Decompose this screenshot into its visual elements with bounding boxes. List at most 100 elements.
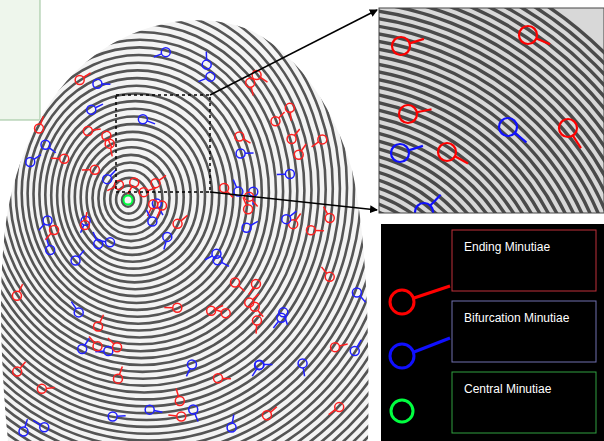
minutia-circle — [298, 359, 307, 368]
minutia-circle — [37, 384, 46, 393]
minutia-direction — [92, 129, 100, 130]
ridge-line — [63, 116, 205, 275]
minutia-direction — [34, 155, 41, 160]
ridge-line — [0, 0, 404, 441]
inset-minutia-direction — [430, 195, 440, 206]
minutia-direction — [82, 169, 90, 171]
minutia-circle — [285, 170, 294, 179]
minutia-direction — [243, 139, 250, 143]
ridge-line — [93, 155, 170, 241]
minutia-circle — [350, 347, 359, 356]
ridge-line — [75, 132, 191, 262]
minutia-circle — [279, 308, 288, 317]
minutia-circle — [102, 131, 111, 140]
inset-ridge — [379, 30, 604, 213]
minutia-direction — [110, 170, 116, 176]
minutia-direction — [95, 104, 103, 108]
ridge-line — [81, 140, 184, 255]
minutia-circle — [282, 215, 291, 224]
minutia-circle — [93, 342, 102, 351]
ridge-line — [0, 0, 432, 441]
ending-symbol — [414, 286, 450, 298]
minutia-direction — [245, 152, 253, 154]
ridge-line — [4, 40, 276, 345]
minutia-direction — [252, 200, 258, 206]
minutia-direction — [222, 262, 229, 266]
minutia-direction — [296, 214, 301, 221]
minutia-circle — [255, 361, 264, 370]
minutia-direction — [195, 414, 198, 422]
minutia-circle — [213, 374, 222, 383]
zoom-arrow — [210, 10, 377, 95]
minutia-circle — [108, 412, 117, 421]
minutia-circle — [325, 214, 334, 223]
ridge-line — [0, 17, 297, 365]
minutia-direction — [301, 144, 306, 151]
zoom-frame — [116, 95, 210, 192]
ridge-line — [51, 101, 219, 289]
minutia-direction — [46, 387, 54, 389]
minutia-direction — [119, 366, 122, 374]
minutia-circle — [227, 423, 236, 432]
legend-box — [452, 230, 596, 291]
minutia-circle — [151, 179, 160, 188]
ridge-line — [45, 93, 226, 296]
minutia-circle — [220, 183, 229, 192]
minutia-circle — [35, 124, 44, 133]
note-panel — [0, 0, 40, 120]
minutia-circle — [287, 135, 296, 144]
ridge-line — [0, 0, 425, 441]
minutia-direction — [33, 420, 40, 424]
minutia-direction — [251, 87, 253, 95]
minutia-direction — [329, 410, 336, 415]
ridge-line — [87, 147, 177, 248]
ridge-line — [0, 0, 368, 434]
inset-ridges — [379, 8, 604, 213]
minutia-circle — [130, 178, 139, 187]
legend-box — [452, 301, 596, 362]
minutia-direction — [159, 175, 166, 180]
minutia-circle — [250, 302, 259, 311]
minutia-direction — [168, 415, 176, 416]
minutia-direction — [232, 415, 233, 423]
minutia-circle — [113, 374, 122, 383]
minutia-circle — [74, 308, 83, 317]
ending-symbol — [390, 290, 414, 314]
minutia-direction — [215, 305, 223, 308]
central-minutia — [124, 196, 133, 205]
minutia-circle — [271, 117, 280, 126]
minutia-circle — [103, 175, 112, 184]
inset-ridge — [379, 8, 604, 213]
inset-minutia — [499, 118, 517, 136]
ridge-line — [57, 109, 212, 283]
ridge-line — [0, 0, 354, 420]
minutia-direction — [321, 267, 326, 274]
minutia-direction — [357, 340, 361, 347]
ridge-line — [34, 78, 241, 310]
minutia-direction — [107, 187, 115, 191]
minutia-direction — [83, 73, 90, 78]
minutia-circle — [262, 411, 271, 420]
minutia-direction — [206, 52, 208, 60]
minutia-direction — [89, 337, 95, 343]
minutia-direction — [249, 288, 254, 295]
inset-minutia-direction — [455, 156, 468, 163]
minutia-circle — [318, 135, 327, 144]
inset-minutia — [559, 119, 577, 137]
minutia-direction — [324, 207, 328, 214]
minutia-direction — [25, 419, 28, 427]
minutia-direction — [253, 294, 259, 300]
minutia-circle — [246, 78, 255, 87]
minutia-direction — [260, 77, 267, 82]
minutia-direction — [277, 173, 285, 175]
minutia-circle — [352, 288, 361, 297]
legend-label: Central Minutiae — [464, 382, 551, 396]
minutia-direction — [97, 240, 105, 241]
ridge-line — [69, 124, 198, 268]
minutia-circle — [158, 201, 167, 210]
minutia-circle — [19, 427, 28, 436]
minutia-circle — [175, 397, 184, 406]
inset-minutia-direction — [410, 39, 424, 43]
minutia-circle — [41, 140, 50, 149]
minutiae-markers — [12, 48, 365, 436]
